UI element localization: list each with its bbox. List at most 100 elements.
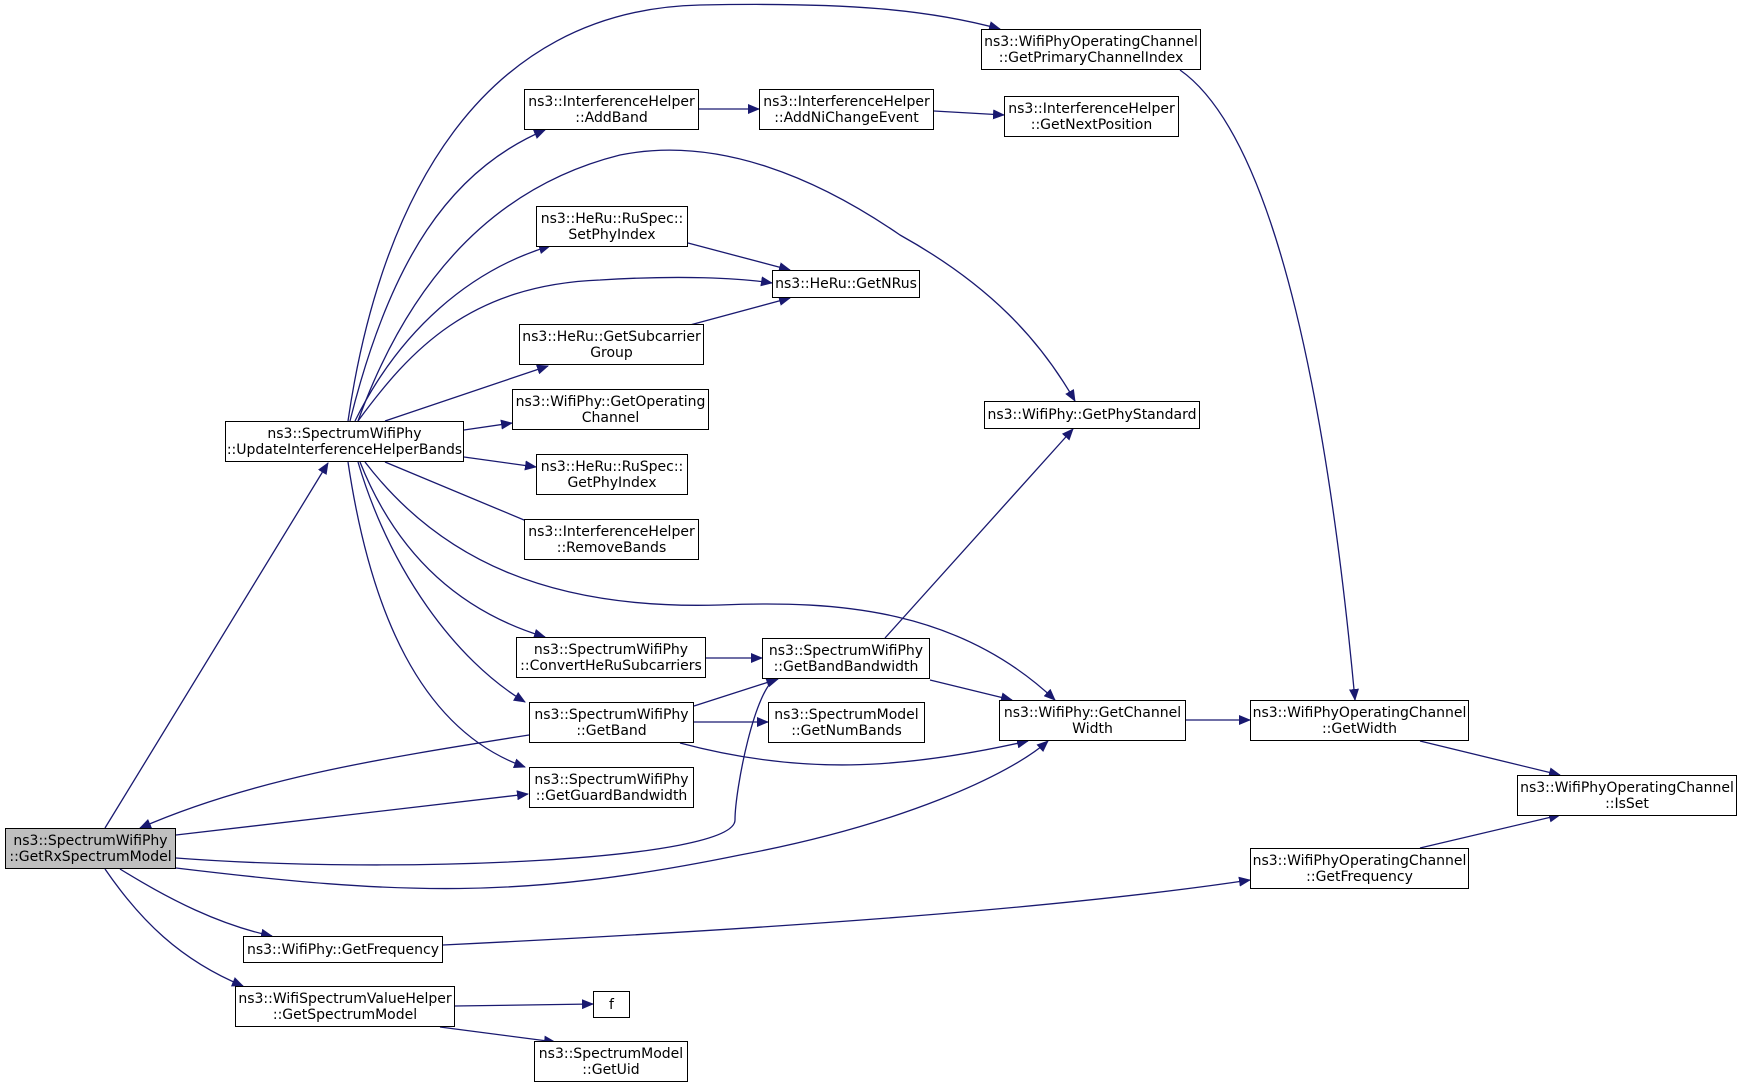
node-label-line: ns3::WifiPhy::GetPhyStandard bbox=[987, 407, 1197, 423]
node-heru-ruspec-getphyindex[interactable]: ns3::HeRu::RuSpec::GetPhyIndex bbox=[536, 454, 688, 495]
node-label-line: ::RemoveBands bbox=[556, 539, 667, 556]
node-label-line: ::UpdateInterferenceHelperBands bbox=[226, 441, 463, 458]
node-label-line: ns3::WifiPhyOperatingChannel bbox=[1252, 852, 1467, 869]
node-label-line: ns3::SpectrumWifiPhy bbox=[13, 832, 168, 849]
node-spectrumwifiphy-updateinterferencehelperbands[interactable]: ns3::SpectrumWifiPhy::UpdateInterference… bbox=[225, 421, 464, 462]
edge-n1-to-n17 bbox=[364, 461, 1056, 701]
edge-n2-to-n18 bbox=[1179, 69, 1359, 701]
node-label-line: ns3::HeRu::RuSpec:: bbox=[540, 210, 684, 227]
node-heru-getnrus[interactable]: ns3::HeRu::GetNRus bbox=[772, 270, 920, 298]
edge-n18-to-n19 bbox=[1419, 740, 1561, 778]
node-spectrummodel-getuid[interactable]: ns3::SpectrumModel::GetUid bbox=[534, 1041, 688, 1082]
node-label-line: ::GetWidth bbox=[1321, 720, 1398, 737]
edge-n1-to-n10 bbox=[357, 149, 1076, 422]
node-label-line: ns3::InterferenceHelper bbox=[1008, 100, 1175, 117]
node-label-line: ::GetBandBandwidth bbox=[773, 658, 919, 675]
node-label-line: ns3::HeRu::GetSubcarrier bbox=[522, 328, 701, 345]
edge-n1-to-n2 bbox=[347, 3, 1001, 422]
edge-n8-to-n7 bbox=[689, 296, 791, 326]
node-label-line: SetPhyIndex bbox=[568, 226, 656, 243]
edge-n1-to-n13 bbox=[359, 461, 546, 639]
node-label-line: ns3::WifiPhyOperatingChannel bbox=[1252, 704, 1467, 721]
node-label-line: ns3::WifiSpectrumValueHelper bbox=[238, 990, 452, 1007]
node-label-line: ::GetBand bbox=[576, 722, 647, 739]
edge-n21-to-n19 bbox=[1419, 812, 1561, 849]
node-label-line: ::AddBand bbox=[575, 109, 648, 126]
node-label-line: ns3::InterferenceHelper bbox=[528, 93, 695, 110]
edge-n14-to-n10 bbox=[884, 428, 1074, 639]
edge-n15-to-n17 bbox=[679, 738, 1029, 766]
edge-n15-to-n0 bbox=[139, 734, 530, 829]
edge-n1-to-n3 bbox=[349, 129, 546, 422]
node-label-line: ns3::InterferenceHelper bbox=[763, 93, 930, 110]
edge-n0-to-n22 bbox=[119, 868, 273, 939]
node-heru-ruspec-setphyindex[interactable]: ns3::HeRu::RuSpec::SetPhyIndex bbox=[536, 206, 688, 247]
node-spectrummodel-getnumbands[interactable]: ns3::SpectrumModel::GetNumBands bbox=[768, 702, 925, 743]
node-spectrumwifiphy-getguardbandwidth[interactable]: ns3::SpectrumWifiPhy::GetGuardBandwidth bbox=[529, 767, 694, 808]
node-label-line: ns3::HeRu::RuSpec:: bbox=[540, 458, 684, 475]
node-label-line: ::GetPrimaryChannelIndex bbox=[998, 49, 1184, 66]
edge-n4-to-n5 bbox=[933, 109, 1005, 120]
node-wifiphyoperatingchannel-getfrequency[interactable]: ns3::WifiPhyOperatingChannel::GetFrequen… bbox=[1250, 848, 1469, 889]
node-spectrumwifiphy-getbandbandwidth[interactable]: ns3::SpectrumWifiPhy::GetBandBandwidth bbox=[762, 638, 930, 679]
node-interferencehelper-addband[interactable]: ns3::InterferenceHelper::AddBand bbox=[524, 89, 699, 130]
node-spectrumwifiphy-getrxspectrummodel: ns3::SpectrumWifiPhy::GetRxSpectrumModel bbox=[5, 828, 176, 869]
node-label-line: ns3::WifiPhyOperatingChannel bbox=[984, 33, 1198, 50]
edge-n1-to-n12 bbox=[384, 461, 549, 531]
node-label-line: ns3::WifiPhy::GetFrequency bbox=[246, 941, 440, 958]
node-label-line: ns3::HeRu::GetNRus bbox=[775, 276, 917, 292]
edge-n0-to-n1 bbox=[104, 462, 329, 829]
edge-n23-to-n25 bbox=[439, 1026, 556, 1046]
edge-n0-to-n17 bbox=[175, 740, 1049, 890]
node-label-line: ::GetSpectrumModel bbox=[272, 1006, 418, 1023]
node-wifiphy-getphystandard[interactable]: ns3::WifiPhy::GetPhyStandard bbox=[984, 401, 1200, 429]
node-wifispectrumvaluehelper-getspectrummodel[interactable]: ns3::WifiSpectrumValueHelper::GetSpectru… bbox=[235, 986, 455, 1027]
node-label-line: ns3::SpectrumWifiPhy bbox=[534, 706, 689, 723]
node-label-line: ::GetGuardBandwidth bbox=[535, 787, 688, 804]
node-label-line: Width bbox=[1072, 720, 1113, 737]
node-label-line: ns3::SpectrumWifiPhy bbox=[534, 771, 689, 788]
node-label-line: ns3::WifiPhy::GetChannel bbox=[1003, 704, 1182, 721]
node-wifiphyoperatingchannel-isset[interactable]: ns3::WifiPhyOperatingChannel::IsSet bbox=[1517, 775, 1737, 816]
node-interferencehelper-removebands[interactable]: ns3::InterferenceHelper::RemoveBands bbox=[524, 519, 699, 560]
node-spectrumwifiphy-getband[interactable]: ns3::SpectrumWifiPhy::GetBand bbox=[529, 702, 694, 743]
node-spectrumwifiphy-convertherusubcarriers[interactable]: ns3::SpectrumWifiPhy::ConvertHeRuSubcarr… bbox=[516, 637, 706, 678]
node-label-line: GetPhyIndex bbox=[567, 474, 657, 491]
node-label-line: ::ConvertHeRuSubcarriers bbox=[520, 657, 702, 674]
node-label-line: ns3::SpectrumModel bbox=[774, 706, 919, 723]
edge-n22-to-n21 bbox=[442, 876, 1251, 946]
node-label-line: ::GetFrequency bbox=[1306, 868, 1413, 885]
edge-n0-to-n14 bbox=[175, 677, 778, 866]
node-label-line: ns3::SpectrumWifiPhy bbox=[768, 642, 924, 659]
node-f[interactable]: f bbox=[593, 991, 630, 1018]
edge-n1-to-n11 bbox=[463, 456, 537, 471]
node-label-line: ::AddNiChangeEvent bbox=[774, 109, 919, 126]
node-label-line: ::GetNextPosition bbox=[1030, 116, 1153, 133]
node-wifiphyoperatingchannel-getwidth[interactable]: ns3::WifiPhyOperatingChannel::GetWidth bbox=[1250, 700, 1469, 741]
edge-n1-to-n7 bbox=[357, 276, 773, 422]
edge-n0-to-n23 bbox=[104, 868, 244, 987]
node-label-line: ns3::WifiPhyOperatingChannel bbox=[1520, 779, 1734, 796]
node-label-line: ns3::SpectrumWifiPhy bbox=[267, 425, 422, 442]
edge-n1-to-n9 bbox=[463, 419, 513, 431]
node-label-line: f bbox=[609, 996, 614, 1013]
edge-n6-to-n7 bbox=[687, 242, 791, 273]
node-wifiphyoperatingchannel-getprimarychannelindex[interactable]: ns3::WifiPhyOperatingChannel::GetPrimary… bbox=[981, 29, 1201, 70]
node-label-line: ::GetNumBands bbox=[791, 722, 902, 739]
node-interferencehelper-getnextposition[interactable]: ns3::InterferenceHelper::GetNextPosition bbox=[1004, 96, 1179, 137]
node-label-line: ::GetUid bbox=[582, 1061, 640, 1078]
node-wifiphy-getfrequency[interactable]: ns3::WifiPhy::GetFrequency bbox=[243, 936, 443, 963]
node-label-line: Channel bbox=[581, 409, 640, 426]
node-label-line: ns3::SpectrumModel bbox=[538, 1045, 684, 1062]
edge-n1-to-n6 bbox=[354, 244, 551, 422]
node-label-line: ns3::WifiPhy::GetOperating bbox=[515, 393, 706, 410]
node-interferencehelper-addnichangeevent[interactable]: ns3::InterferenceHelper::AddNiChangeEven… bbox=[759, 89, 934, 130]
edge-n15-to-n14 bbox=[693, 677, 779, 707]
node-label-line: Group bbox=[590, 344, 633, 361]
node-label-line: ::GetRxSpectrumModel bbox=[9, 848, 172, 865]
node-label-line: ns3::SpectrumWifiPhy bbox=[533, 641, 689, 658]
